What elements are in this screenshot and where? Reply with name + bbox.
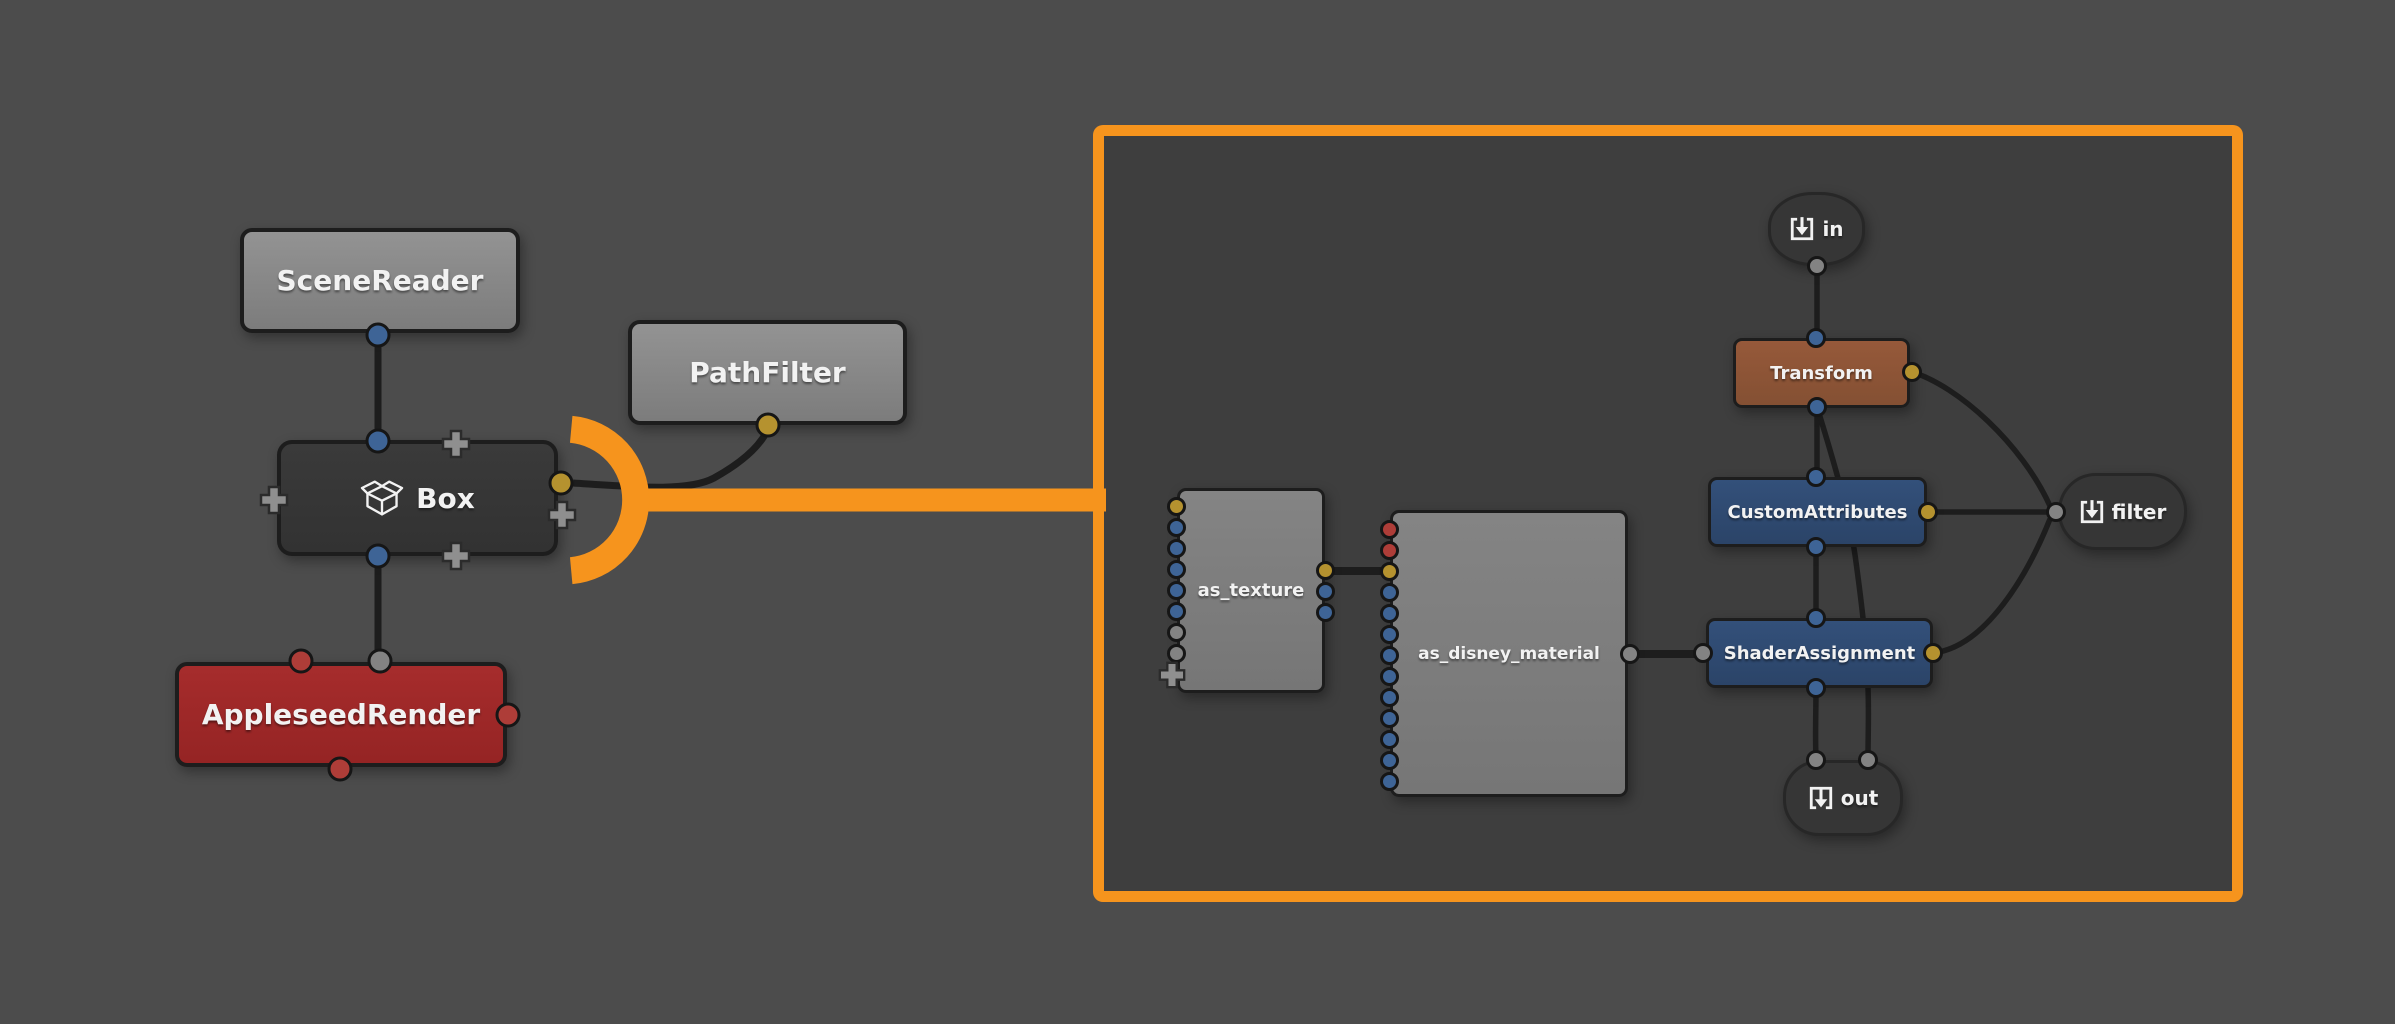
port-blue[interactable] [1167, 602, 1186, 621]
port-blue[interactable] [1380, 625, 1399, 644]
node-box-label: Box [416, 481, 475, 515]
port-transform-in[interactable] [1806, 328, 1826, 348]
box-icon [360, 480, 404, 516]
port-red[interactable] [1380, 541, 1399, 560]
promote-in-icon [1791, 217, 1814, 241]
port-asdisneymaterial-out[interactable] [1620, 644, 1640, 664]
port-scenereader-out[interactable] [365, 322, 391, 348]
node-customattributes[interactable]: CustomAttributes [1708, 477, 1927, 547]
node-shaderassignment-label: ShaderAssignment [1723, 642, 1916, 664]
node-transform-label: Transform [1770, 362, 1873, 384]
port-customattributes-filter[interactable] [1918, 502, 1938, 522]
node-pathfilter-label: PathFilter [689, 356, 846, 389]
port-transform-out[interactable] [1807, 397, 1827, 417]
node-out-plug-label: out [1840, 786, 1879, 810]
port-red[interactable] [1380, 520, 1399, 539]
port-blue[interactable] [1380, 709, 1399, 728]
promote-out-icon [1809, 786, 1832, 810]
port-blue[interactable] [1380, 772, 1399, 791]
port-gold[interactable] [1167, 497, 1186, 516]
node-astexture[interactable]: as_texture [1177, 488, 1325, 693]
port-box-filter[interactable] [548, 470, 574, 496]
port-appleseedrender-in[interactable] [367, 648, 393, 674]
port-blue[interactable] [1167, 560, 1186, 579]
node-asdisneymaterial-label: as_disney_material [1418, 643, 1600, 664]
port-gray[interactable] [1167, 644, 1186, 663]
port-shaderassignment-out[interactable] [1806, 678, 1826, 698]
plus-icon-box-left[interactable] [258, 484, 290, 516]
port-pathfilter-out[interactable] [755, 412, 781, 438]
node-customattributes-label: CustomAttributes [1727, 501, 1908, 523]
node-out-plug[interactable]: out [1783, 760, 1903, 836]
node-appleseedrender-label: AppleseedRender [201, 698, 481, 731]
box-expansion-band [636, 488, 1106, 512]
port-appleseedrender-right[interactable] [495, 702, 521, 728]
port-blue[interactable] [1380, 751, 1399, 770]
port-gold[interactable] [1380, 562, 1399, 581]
port-appleseedrender-task[interactable] [327, 756, 353, 782]
port-outplug-left[interactable] [1806, 750, 1826, 770]
port-filterplug-in[interactable] [2046, 502, 2066, 522]
port-blue[interactable] [1167, 539, 1186, 558]
astexture-left-ports [1167, 497, 1186, 663]
port-shaderassignment-filter[interactable] [1923, 643, 1943, 663]
port-transform-filter[interactable] [1902, 362, 1922, 382]
box-expansion-arc [569, 415, 650, 585]
port-box-in[interactable] [365, 428, 391, 454]
port-blue[interactable] [1380, 667, 1399, 686]
node-pathfilter[interactable]: PathFilter [628, 320, 907, 425]
port-box-out[interactable] [365, 543, 391, 569]
port-blue[interactable] [1316, 582, 1335, 601]
wire-pathfilter-box[interactable] [572, 429, 771, 491]
node-in-plug[interactable]: in [1768, 192, 1865, 266]
port-inplug-out[interactable] [1807, 256, 1827, 276]
port-blue[interactable] [1167, 518, 1186, 537]
port-gray[interactable] [1167, 623, 1186, 642]
port-blue[interactable] [1380, 604, 1399, 623]
node-filter-plug[interactable]: filter [2058, 473, 2187, 550]
port-blue[interactable] [1380, 583, 1399, 602]
node-filter-plug-label: filter [2111, 499, 2167, 524]
wire-transform-filter[interactable] [1911, 369, 2053, 508]
node-scenereader[interactable]: SceneReader [240, 228, 520, 333]
plus-icon-astexture[interactable] [1157, 660, 1187, 690]
port-outplug-right[interactable] [1858, 750, 1878, 770]
plus-icon-box-right[interactable] [546, 499, 578, 531]
node-asdisneymaterial[interactable]: as_disney_material [1390, 510, 1628, 797]
port-customattributes-out[interactable] [1806, 537, 1826, 557]
node-box[interactable]: Box [277, 440, 558, 556]
node-astexture-label: as_texture [1197, 580, 1305, 601]
plus-icon-box-top[interactable] [440, 428, 472, 460]
node-scenereader-label: SceneReader [276, 264, 484, 297]
port-blue[interactable] [1380, 730, 1399, 749]
port-customattributes-in[interactable] [1806, 467, 1826, 487]
node-in-plug-label: in [1822, 217, 1844, 241]
port-blue[interactable] [1380, 688, 1399, 707]
node-appleseedrender[interactable]: AppleseedRender [175, 662, 507, 767]
wire-shaderassignment-filter[interactable] [1932, 517, 2053, 656]
port-gold[interactable] [1316, 561, 1335, 580]
port-blue[interactable] [1380, 646, 1399, 665]
asdisneymaterial-left-ports [1380, 520, 1399, 791]
plus-icon-box-bottom[interactable] [440, 540, 472, 572]
port-appleseedrender-pretasks[interactable] [288, 648, 314, 674]
wire-transform-out[interactable] [1814, 406, 1872, 759]
port-shaderassignment-shader[interactable] [1693, 643, 1713, 663]
promote-filter-icon [2080, 499, 2103, 523]
astexture-right-ports [1316, 561, 1335, 622]
port-blue[interactable] [1167, 581, 1186, 600]
port-blue[interactable] [1316, 603, 1335, 622]
port-shaderassignment-in[interactable] [1806, 608, 1826, 628]
node-shaderassignment[interactable]: ShaderAssignment [1706, 618, 1933, 688]
